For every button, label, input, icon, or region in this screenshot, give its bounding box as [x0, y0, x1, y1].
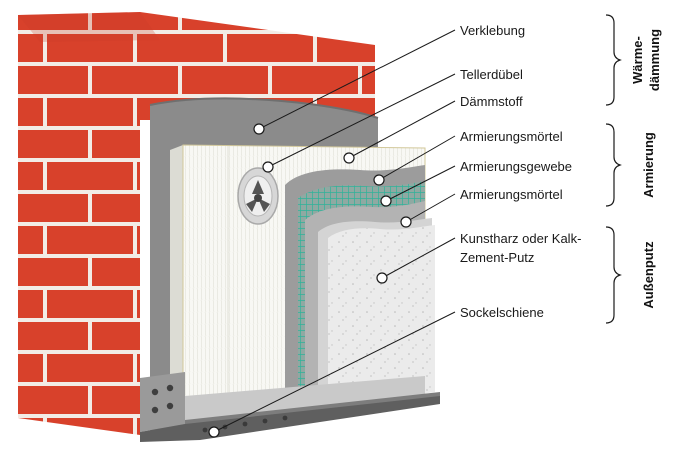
group-label-waermedaemmung-line1: Wärme-	[630, 36, 645, 84]
label-verklebung: Verklebung	[460, 23, 525, 38]
base-profile-rail	[140, 372, 440, 442]
pointer-markers	[208, 123, 412, 438]
label-putz-line2: Zement-Putz	[460, 250, 534, 265]
group-label-armierung: Armierung	[641, 132, 656, 198]
group-brackets	[605, 14, 622, 324]
group-label-waermedaemmung-line2: dämmung	[647, 29, 662, 91]
marker-putz	[376, 272, 388, 284]
leader-lines	[213, 29, 456, 433]
label-armierungsmoertel-2: Armierungsmörtel	[460, 187, 563, 202]
bracket-aussenputz	[605, 226, 622, 324]
label-putz-line1: Kunstharz oder Kalk-	[460, 231, 581, 246]
insulation-side	[170, 145, 183, 425]
marker-verklebung	[253, 123, 265, 135]
label-armierungsmoertel-1: Armierungsmörtel	[460, 129, 563, 144]
label-armierungsgewebe: Armierungsgewebe	[460, 159, 572, 174]
marker-armierungsgewebe	[380, 195, 392, 207]
bracket-armierung	[605, 123, 622, 207]
marker-tellerduebel	[262, 161, 274, 173]
tellerduebel-dowel	[237, 167, 279, 225]
marker-sockelschiene	[208, 426, 220, 438]
brick-wall	[18, 12, 375, 435]
bracket-waermedaemmung	[605, 14, 622, 106]
marker-armierungsmoertel-1	[373, 174, 385, 186]
marker-daemmstoff	[343, 152, 355, 164]
label-sockelschiene: Sockelschiene	[460, 305, 544, 320]
label-tellerduebel: Tellerdübel	[460, 67, 523, 82]
label-daemmstoff: Dämmstoff	[460, 94, 523, 109]
group-label-aussenputz: Außenputz	[641, 241, 656, 309]
marker-armierungsmoertel-2	[400, 216, 412, 228]
